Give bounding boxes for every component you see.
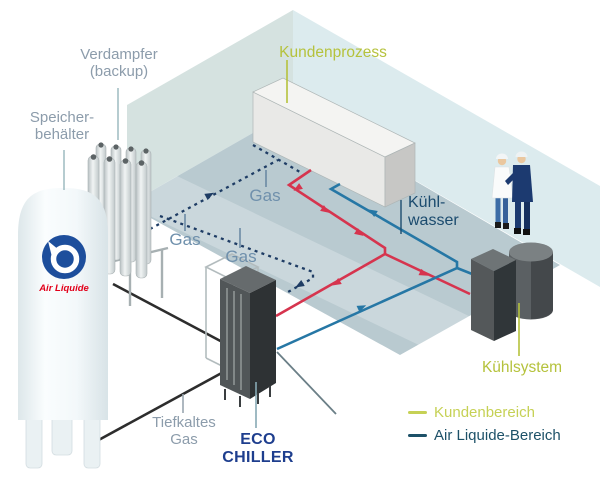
warm-water-arrows (293, 183, 429, 286)
eco-chiller-unit (204, 253, 276, 407)
legend: Kundenbereich Air Liquide-Bereich (408, 401, 561, 447)
kuehlsystem-unit (471, 242, 553, 341)
warm-water-branch-kuehlsystem (384, 252, 471, 296)
cold-arrow (368, 209, 378, 218)
people (491, 151, 533, 235)
gas-line-box-edge-connector (252, 144, 301, 173)
tank-to-chiller-line (94, 361, 241, 444)
right-wall (293, 10, 600, 287)
gas-line-vaporizer-to-process (149, 158, 279, 231)
customer-area-dash-icon (408, 410, 427, 415)
leader-lines (63, 60, 520, 428)
legend-row-air-liquide: Air Liquide-Bereich (408, 424, 561, 447)
gas-arrow (204, 192, 214, 201)
floor-light-band (127, 176, 473, 347)
cold-water-pipe (276, 182, 459, 351)
chiller-drain-line (276, 351, 337, 415)
kundenprozess-box (252, 77, 416, 208)
cryogenic-lines (94, 282, 241, 444)
hard-hat (515, 151, 528, 157)
air-liquide-area-dash-icon (408, 433, 427, 438)
warm-arrow (320, 205, 330, 213)
legend-label-air-liquide-bereich: Air Liquide-Bereich (434, 427, 561, 444)
warm-arrow (418, 268, 429, 276)
legend-row-customer: Kundenbereich (408, 401, 561, 424)
person-air-liquide (505, 151, 533, 235)
chiller-left-face (220, 279, 250, 399)
gas-arrow (295, 279, 305, 288)
kuehlsystem-box-right (494, 260, 516, 341)
vaporizer (84, 142, 169, 314)
warm-arrow (332, 277, 342, 286)
warm-arrow (293, 183, 303, 191)
kuehlsystem-box-left (471, 259, 494, 341)
left-wall (127, 10, 293, 205)
hard-hat (496, 153, 508, 159)
tube-fittings (90, 142, 149, 166)
kuehlsystem-box-top (471, 249, 516, 271)
gas-line-vaporizer-to-chiller (159, 214, 315, 294)
tank-legs (25, 414, 101, 469)
kuehlsystem-cylinder-top (509, 242, 553, 262)
gas-lines-dashed (149, 144, 315, 294)
chiller-feet (224, 386, 271, 407)
gas-line-arrows (204, 192, 305, 288)
box-right-face (384, 142, 416, 208)
storage-tank (18, 188, 108, 469)
chiller-top-face (220, 266, 276, 293)
tank-body (18, 188, 108, 420)
vaporizer-to-chiller-line (112, 282, 229, 347)
warm-arrow (354, 228, 364, 236)
chiller-right-face (250, 280, 276, 399)
air-liquide-logo (42, 235, 86, 279)
warm-water-pipe (275, 168, 387, 318)
room (127, 10, 600, 355)
vaporizer-tubes (87, 142, 152, 279)
chiller-vents (226, 288, 242, 390)
floor (127, 110, 560, 355)
legend-label-kundenbereich: Kundenbereich (434, 404, 535, 421)
cold-arrow (356, 305, 367, 313)
kuehlsystem-cylinder-shade (531, 252, 553, 320)
